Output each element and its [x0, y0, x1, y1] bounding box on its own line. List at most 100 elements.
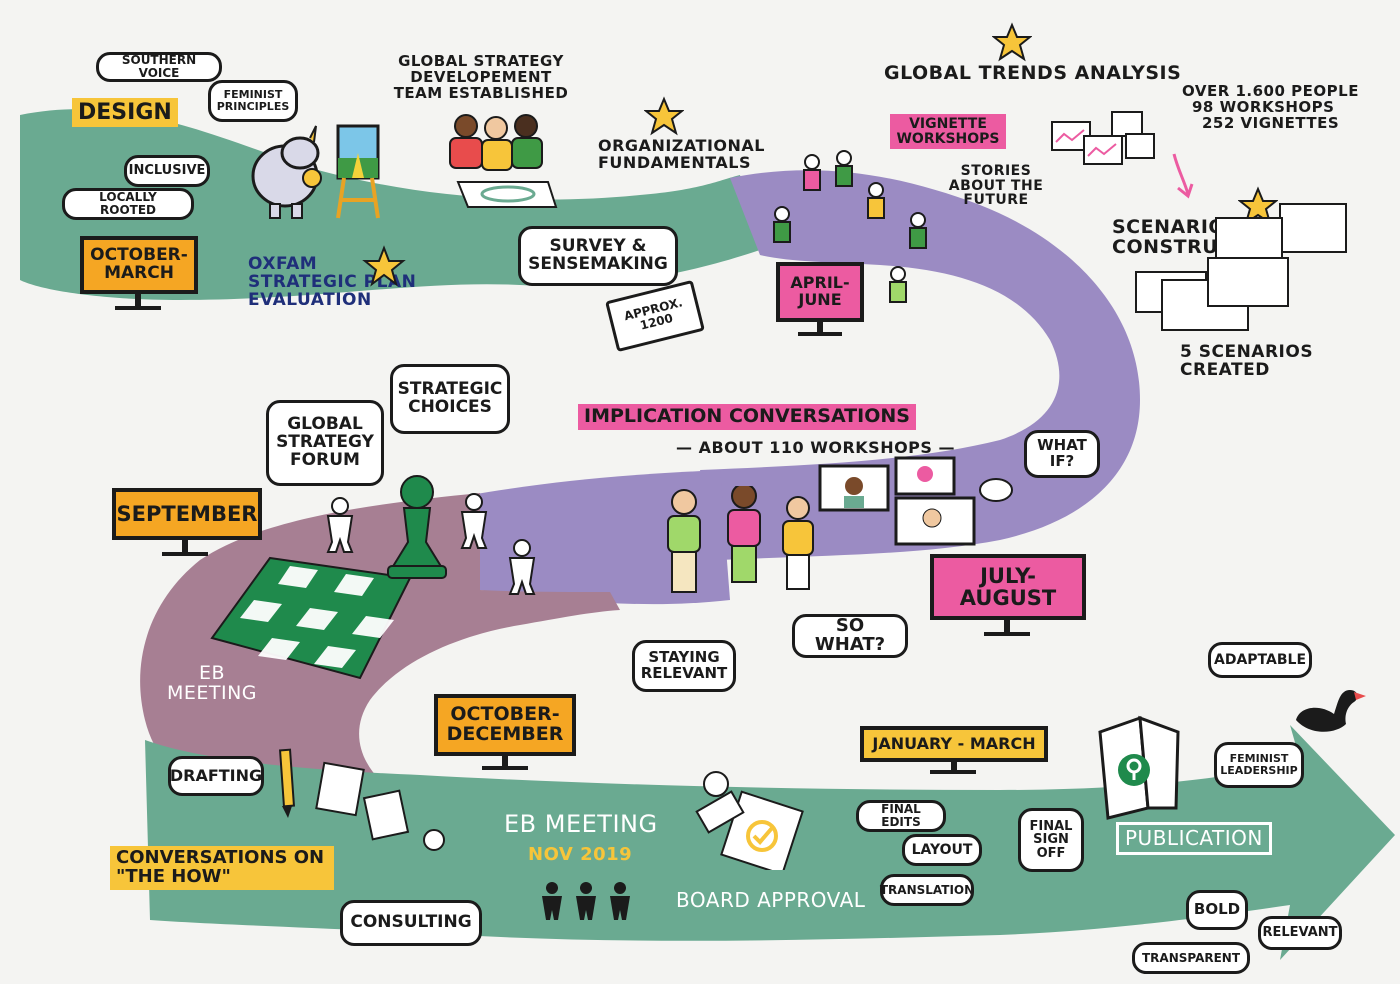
star-icon [992, 22, 1032, 62]
drafting-bubble: Drafting [168, 756, 264, 796]
southern-voice-bubble: Southern Voice [96, 52, 222, 82]
feminist-principles-label: Feminist Principles [216, 88, 290, 113]
staying-relevant-bubble: Staying Relevant [632, 640, 736, 692]
chess-pawn-icon [387, 475, 447, 579]
chessboard-icon [210, 556, 412, 680]
eb-meeting-nov-label: EB Meeting [504, 810, 658, 838]
people-figures-icon [326, 493, 536, 595]
staying-relevant-label: Staying Relevant [640, 648, 728, 682]
video-call-icon [818, 456, 1013, 546]
transparent-label: Transparent [1141, 950, 1241, 965]
stories-future-title: Stories About The Future [936, 164, 1056, 208]
monitor-base [162, 552, 208, 556]
global-strategy-forum-bubble: Global Strategy Forum [266, 400, 384, 486]
board-approval-label: Board Approval [676, 888, 866, 912]
global-trends-label: Global Trends Analysis [884, 62, 1182, 84]
org-fundamentals-title: Organizational Fundamentals [598, 137, 764, 172]
period-monitor-jan-mar: January - March [860, 726, 1048, 762]
consulting-bubble: Consulting [340, 900, 482, 946]
period-monitor-september: September [112, 488, 262, 540]
consulting-label: Consulting [350, 912, 472, 933]
conversations-how-highlight: Conversations on "The How" [110, 846, 334, 890]
relevant-bubble: Relevant [1258, 916, 1342, 950]
stat-vignettes: 252 Vignettes [1202, 113, 1340, 132]
period-label-apr-jun: April- June [790, 273, 850, 309]
implication-label: Implication Conversations [584, 405, 910, 427]
board-members-icon [542, 882, 630, 920]
adaptable-label: Adaptable [1214, 651, 1307, 668]
eb-meeting-nov-text: EB Meeting [504, 810, 658, 838]
nov-2019-label: Nov 2019 [528, 844, 633, 865]
design-label: Design [78, 100, 172, 125]
monitor-base [482, 766, 528, 770]
eb-meeting-label: EB Meeting [166, 662, 258, 704]
stats-block: Over 1.600 People 98 Workshops 252 Vigne… [1182, 82, 1359, 132]
period-label-oct-mar: October- March [90, 245, 188, 283]
period-monitor-apr-jun: April- June [776, 262, 864, 322]
publication-label: Publication [1125, 826, 1263, 850]
survey-label: Survey & Sensemaking [528, 236, 668, 274]
scenario-cards-icon [1135, 203, 1347, 331]
layout-label: Layout [911, 841, 973, 858]
about-workshops-text: — About 110 Workshops — [676, 439, 955, 457]
so-what-label: So What? [814, 615, 886, 655]
southern-voice-label: Southern Voice [121, 53, 197, 80]
monitor-stand [817, 322, 823, 334]
board-approval-text: Board Approval [676, 890, 865, 911]
strategic-choices-bubble: Strategic Choices [390, 364, 510, 434]
stories-future-label: Stories About The Future [948, 163, 1044, 209]
layout-bubble: Layout [902, 834, 982, 866]
star-icon [1238, 186, 1278, 226]
feminist-leadership-label: Feminist Leadership [1220, 752, 1298, 777]
pencil-paper-icon [278, 748, 445, 851]
monitor-stand [951, 762, 957, 772]
inclusive-bubble: Inclusive [124, 155, 210, 187]
locally-rooted-label: Locally Rooted [99, 190, 157, 217]
eb-meeting-text: EB Meeting [164, 662, 260, 704]
inclusive-label: Inclusive [128, 163, 206, 179]
design-highlight: Design [72, 98, 178, 128]
stat-workshops: 98 Workshops [1192, 97, 1335, 116]
locally-rooted-bubble: Locally Rooted [62, 188, 194, 220]
feminist-principles-bubble: Feminist Principles [208, 80, 298, 122]
final-edits-label: Final Edits [881, 802, 921, 829]
scenarios-created-title: 5 Scenarios Created [1180, 342, 1320, 380]
translation-bubble: Translation [880, 874, 974, 906]
team-established-title: Global Strategy Developement Team Establ… [388, 52, 574, 102]
final-edits-bubble: Final Edits [856, 800, 946, 832]
monitor-stand [135, 294, 141, 308]
scenarios-created-label: 5 Scenarios Created [1180, 342, 1314, 380]
translation-label: Translation [879, 882, 975, 897]
feminist-leadership-bubble: Feminist Leadership [1214, 742, 1304, 788]
three-people-icon [667, 486, 814, 593]
path-segment-mauve-curve [140, 493, 620, 790]
star-icon [362, 245, 406, 287]
period-label-jan-mar: January - March [872, 733, 1036, 753]
period-label-september: September [116, 501, 258, 526]
monitor-base [115, 306, 161, 310]
rhino-painter-icon [251, 124, 380, 219]
monitor-base [984, 632, 1030, 636]
monitor-stand [182, 540, 188, 554]
strategic-choices-label: Strategic Choices [397, 379, 503, 417]
vignette-workshops-label: Vignette Workshops [896, 116, 1000, 147]
period-label-oct-dec: October- December [446, 703, 564, 745]
team-established-label: Global Strategy Developement Team Establ… [393, 52, 569, 102]
black-swan-icon [1296, 690, 1366, 732]
final-sign-off-label: Final Sign Off [1029, 818, 1073, 861]
monitor-stand [502, 756, 508, 768]
star-icon [644, 96, 684, 136]
team-people-icon [449, 114, 558, 208]
drafting-label: Drafting [169, 765, 263, 785]
bold-bubble: Bold [1186, 890, 1248, 930]
survey-note-label: Approx. 1200 [622, 295, 685, 333]
monitor-base [930, 770, 976, 774]
monitor-stand [1004, 620, 1010, 634]
stat-people: Over 1.600 People [1182, 82, 1359, 100]
what-if-label: What If? [1037, 436, 1087, 470]
final-sign-off-bubble: Final Sign Off [1018, 808, 1084, 872]
vignette-cards-icon [1051, 111, 1155, 165]
stamp-approval-icon [695, 771, 804, 870]
transparent-bubble: Transparent [1132, 942, 1250, 974]
